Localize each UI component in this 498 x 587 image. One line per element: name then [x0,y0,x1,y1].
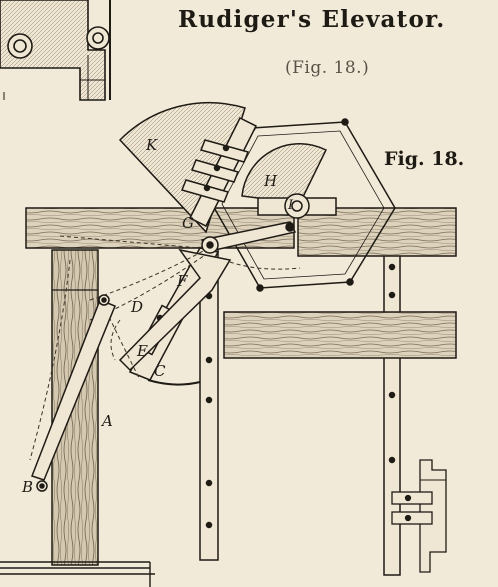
corner-mechanism [0,0,111,101]
figure-label: Fig. 18. [384,148,465,170]
part-label-c: C [154,362,166,380]
part-label-f: F [177,272,188,290]
part-label-e: E [137,342,148,360]
part-label-d: D [131,298,144,316]
pivot-links [118,221,297,372]
cam-h [241,142,337,219]
part-label-k: K [146,136,158,154]
lever-a [31,294,201,492]
part-label-i: I [288,198,294,213]
part-label-g: G [182,214,194,232]
right-bracket [391,459,447,573]
figure-reference: (Fig. 18.) [285,58,370,78]
part-label-b: B [22,478,34,496]
part-label-h: H [264,172,278,190]
part-label-a: A [102,412,113,430]
floor-line [0,561,155,587]
page-title: Rudiger's Elevator. [178,6,446,33]
rod-gk [180,116,258,228]
